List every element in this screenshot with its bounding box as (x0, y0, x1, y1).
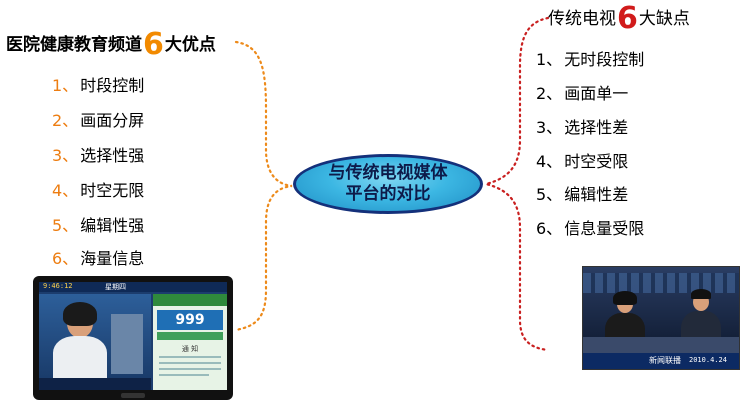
right-title: 传统电视6大缺点 (548, 4, 690, 34)
left-title-number: 6 (143, 27, 164, 62)
anchor-male-hair (691, 289, 711, 299)
left-bracket-line (234, 40, 293, 332)
presenter-body (53, 336, 107, 378)
news-desk (583, 337, 739, 353)
left-title: 医院健康教育频道6大优点 (6, 30, 216, 60)
list-item: 1、时段控制 (52, 76, 145, 95)
tv-stand (121, 393, 145, 398)
list-item: 5、编辑性强 (52, 216, 145, 235)
tv-notice-line (159, 368, 221, 370)
tv-video-area (39, 294, 151, 378)
news-caption-bar: 新闻联播 2010.4.24 (583, 353, 739, 369)
traditional-tv-image: 新闻联播 2010.4.24 (582, 266, 740, 370)
hospital-tv-image: 9:46:12 星期四 999 通 知 (33, 276, 233, 400)
tv-notice-title: 通 知 (181, 345, 199, 353)
tv-side-panel: 999 通 知 (153, 294, 227, 390)
list-item: 4、时空受限 (536, 152, 629, 171)
center-label-line1: 与传统电视媒体 (328, 163, 448, 183)
list-item: 4、时空无限 (52, 181, 145, 200)
left-title-suffix: 大优点 (164, 35, 216, 55)
right-title-suffix: 大缺点 (638, 9, 690, 29)
left-title-prefix: 医院健康教育频道 (6, 35, 142, 55)
list-item: 2、画面单一 (536, 84, 629, 103)
tv-ticker-bar (157, 332, 223, 340)
list-item: 1、无时段控制 (536, 50, 645, 69)
tv-bottom-bar (39, 378, 151, 390)
center-label-line2: 平台的对比 (345, 184, 431, 204)
tv-notice-line (159, 362, 221, 364)
news-caption: 新闻联播 (649, 356, 681, 365)
right-title-number: 6 (617, 1, 638, 36)
tv-status-bar: 9:46:12 星期四 (39, 282, 227, 292)
presenter-hair (63, 302, 97, 326)
news-studio (583, 267, 739, 353)
tv-notice-line (159, 356, 221, 358)
tv-clock: 9:46:12 (43, 282, 73, 290)
right-title-prefix: 传统电视 (548, 9, 616, 29)
list-item: 5、编辑性差 (536, 185, 629, 204)
anchor-female-hair (613, 291, 637, 305)
studio-backdrop (583, 273, 739, 293)
tv-building (111, 314, 143, 374)
list-item: 3、选择性差 (536, 118, 629, 137)
tv-weekday: 星期四 (105, 283, 126, 291)
tv-side-header (153, 294, 227, 306)
list-item: 6、信息量受限 (536, 219, 645, 238)
list-item: 6、海量信息 (52, 249, 145, 268)
tv-notice-line (159, 374, 209, 376)
news-date: 2010.4.24 (689, 356, 727, 364)
tv-ticker-logo: 999 (157, 310, 223, 330)
list-item: 2、画面分屏 (52, 111, 145, 130)
hospital-tv-screen: 9:46:12 星期四 999 通 知 (39, 282, 227, 390)
comparison-center-node: 与传统电视媒体 平台的对比 (293, 154, 483, 214)
list-item: 3、选择性强 (52, 146, 145, 165)
right-bracket-line (485, 16, 550, 352)
